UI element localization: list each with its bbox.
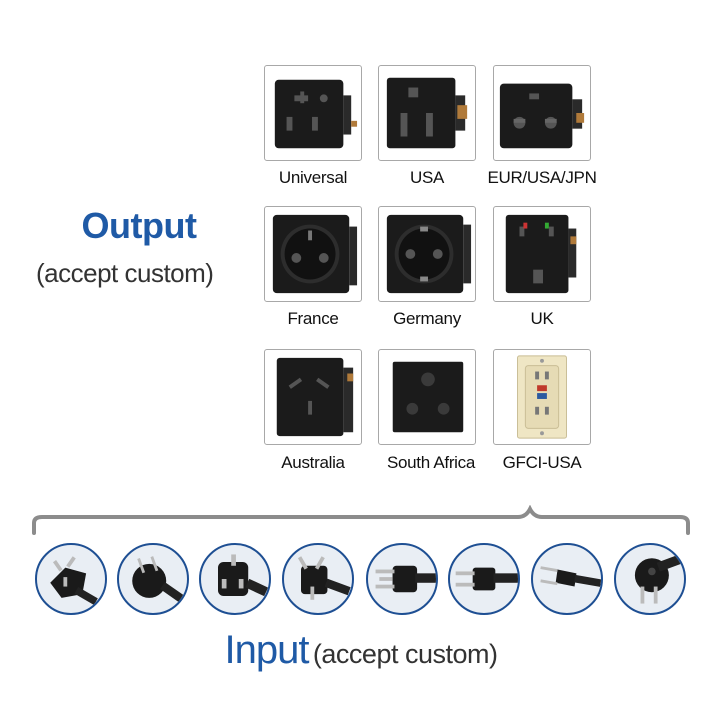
- socket-tile-south-africa: [378, 349, 476, 445]
- output-title: Output: [81, 205, 197, 246]
- gfci-usa-socket-icon: [517, 355, 567, 439]
- france-socket-icon: [272, 214, 358, 294]
- socket-tile-uk: [493, 206, 591, 302]
- socket-label-usa: USA: [409, 168, 445, 187]
- input-subtitle: (accept custom): [312, 639, 498, 669]
- socket-tile-france: [264, 206, 362, 302]
- socket-tile-gfci-usa: [493, 349, 591, 445]
- usa-two-pin-plug-icon: [455, 567, 518, 591]
- input-title: Input: [224, 628, 310, 672]
- plug-euro: [531, 543, 603, 615]
- universal-socket-icon: [274, 79, 358, 149]
- germany-socket-icon: [386, 214, 472, 294]
- socket-label-germany: Germany: [393, 309, 461, 328]
- socket-label-eur-usa-jpn: EUR/USA/JPN: [487, 168, 597, 187]
- australia-socket-icon: [276, 357, 354, 437]
- south-africa-socket-icon: [392, 361, 464, 433]
- usa-socket-icon: [386, 77, 468, 149]
- euro-plug-icon: [540, 566, 601, 587]
- grouping-brace: [32, 505, 690, 535]
- plug-schuko: [117, 543, 189, 615]
- socket-label-south-africa: South Africa: [386, 453, 476, 472]
- australia-plug-icon: [297, 556, 351, 600]
- output-subtitle: (accept custom): [36, 258, 214, 288]
- socket-tile-universal: [264, 65, 362, 161]
- socket-label-gfci-usa: GFCI-USA: [502, 453, 582, 472]
- plug-usa-angled: [614, 543, 686, 615]
- usa-angled-plug-icon: [634, 554, 683, 604]
- socket-label-australia: Australia: [281, 453, 345, 472]
- plug-uk: [199, 543, 271, 615]
- socket-label-universal: Universal: [278, 168, 348, 187]
- uk-plug-icon: [218, 554, 269, 597]
- socket-label-uk: UK: [530, 309, 554, 328]
- eur-usa-jpn-socket-icon: [499, 83, 585, 149]
- socket-tile-germany: [378, 206, 476, 302]
- plug-australia: [282, 543, 354, 615]
- plug-usa-grounded: [366, 543, 438, 615]
- socket-label-france: France: [287, 309, 339, 328]
- plug-china: [35, 543, 107, 615]
- input-heading: Input (accept custom): [0, 628, 722, 673]
- socket-tile-eur-usa-jpn: [493, 65, 591, 161]
- uk-socket-icon: [505, 214, 577, 294]
- socket-tile-usa: [378, 65, 476, 161]
- plug-usa-two-pin: [448, 543, 520, 615]
- china-plug-icon: [50, 556, 98, 605]
- socket-tile-australia: [264, 349, 362, 445]
- usa-grounded-plug-icon: [375, 565, 436, 593]
- schuko-plug-icon: [132, 556, 186, 604]
